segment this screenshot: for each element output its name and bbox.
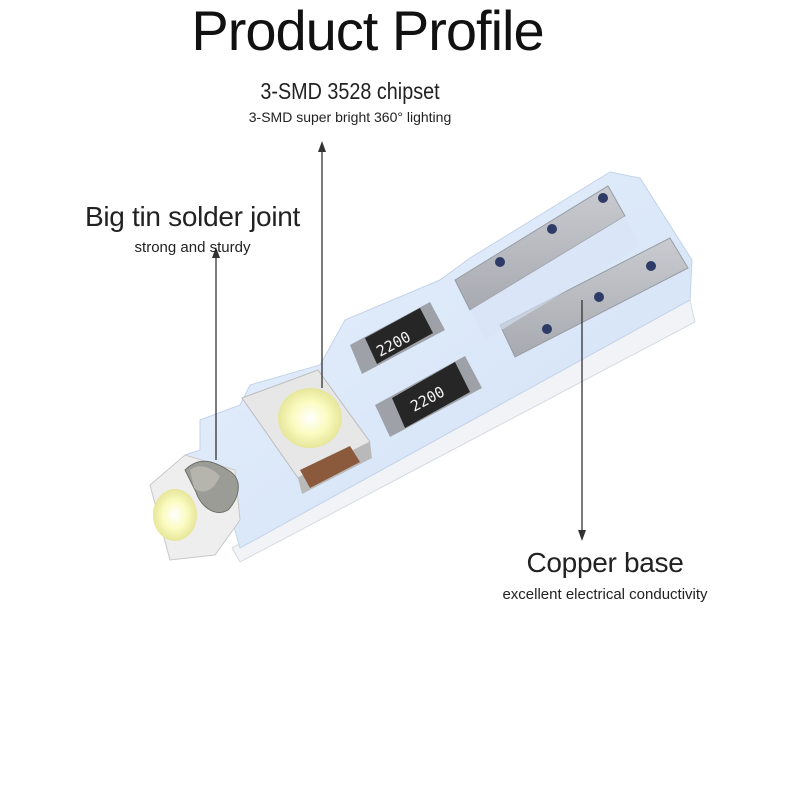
callout-copper-detail: excellent electrical conductivity: [502, 586, 708, 603]
callout-chipset: 3-SMD 3528 chipset 3-SMD super bright 36…: [215, 76, 485, 128]
arrow-solder: [212, 247, 220, 460]
resistor-2: 2200: [375, 356, 482, 437]
smd-led-3528: [241, 369, 372, 494]
side-led-solder-joint: [149, 454, 241, 561]
copper-base-pads: [454, 185, 689, 358]
arrow-chipset: [318, 141, 326, 388]
callout-chipset-detail: 3-SMD super bright 360° lighting: [248, 109, 452, 125]
resistor-1: 2200: [350, 302, 445, 374]
callout-solder-detail: strong and sturdy: [134, 239, 251, 256]
callout-copper: Copper base excellent electrical conduct…: [470, 544, 740, 608]
arrow-copper: [578, 300, 586, 541]
page-title: Product Profile: [191, 0, 544, 62]
callout-solder: Big tin solder joint strong and sturdy: [70, 198, 315, 260]
callout-solder-label: Big tin solder joint: [84, 201, 300, 232]
callout-copper-label: Copper base: [526, 547, 684, 578]
callout-chipset-label: 3-SMD 3528 chipset: [260, 78, 440, 104]
